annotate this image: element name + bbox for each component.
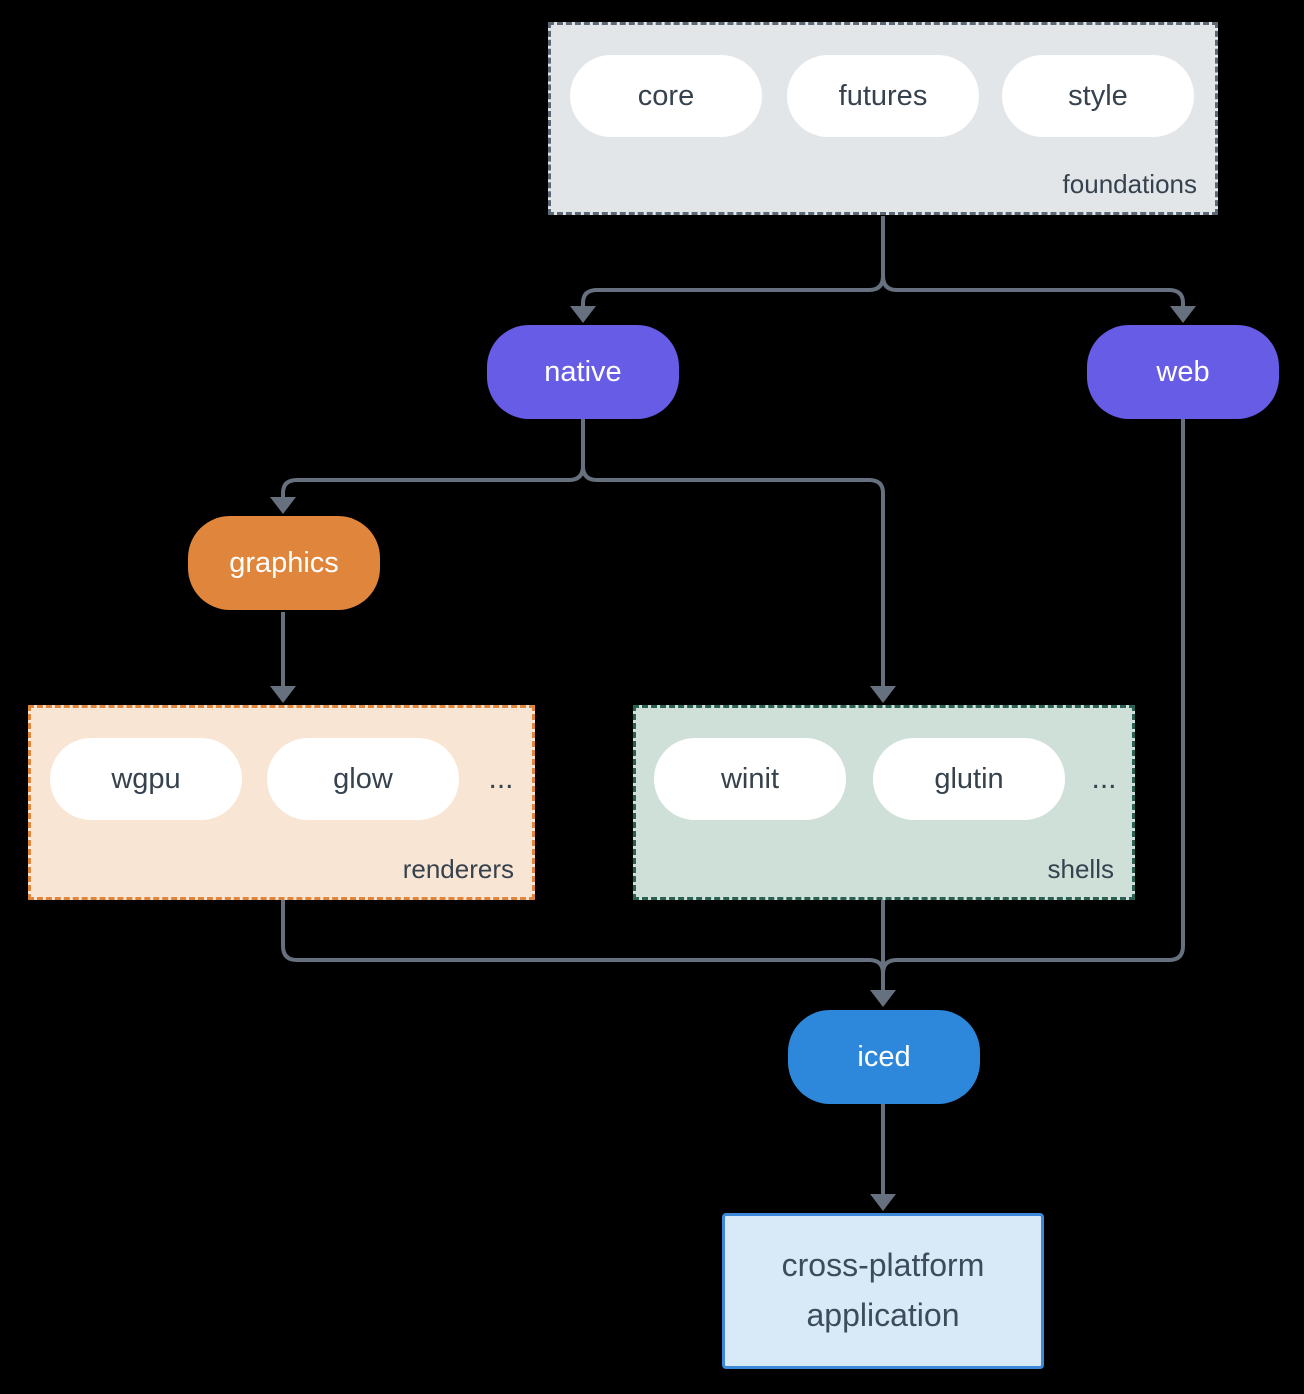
arrowhead-iced bbox=[870, 990, 896, 1007]
node-wgpu-label: wgpu bbox=[111, 762, 181, 795]
node-winit-label: winit bbox=[720, 762, 779, 795]
node-style: style bbox=[1002, 55, 1194, 137]
node-futures: futures bbox=[787, 55, 979, 137]
node-web: web bbox=[1087, 325, 1279, 419]
node-glutin: glutin bbox=[873, 738, 1065, 820]
node-winit: winit bbox=[654, 738, 846, 820]
arrowhead-web bbox=[1170, 306, 1196, 323]
node-futures-label: futures bbox=[838, 79, 928, 112]
group-foundations-label: foundations bbox=[1062, 169, 1197, 199]
node-web-label: web bbox=[1156, 355, 1210, 388]
node-cross-platform-application: cross-platform application bbox=[722, 1213, 1044, 1369]
arrowhead-graphics bbox=[270, 497, 296, 514]
shells-more-indicator: ... bbox=[1091, 762, 1117, 795]
arrowhead-native bbox=[570, 306, 596, 323]
connector-native-to-shells bbox=[581, 419, 885, 688]
node-graphics-label: graphics bbox=[229, 546, 339, 579]
group-shells-label: shells bbox=[1047, 854, 1114, 884]
node-core-label: core bbox=[637, 79, 695, 112]
renderers-more-indicator: ... bbox=[488, 762, 514, 795]
node-wgpu: wgpu bbox=[50, 738, 242, 820]
connector-renderers-to-merge bbox=[281, 900, 885, 974]
connector-foundations-to-web bbox=[881, 216, 1185, 308]
node-glow: glow bbox=[267, 738, 459, 820]
arrowhead-shells bbox=[870, 686, 896, 703]
arrowhead-renderers bbox=[270, 686, 296, 703]
node-native: native bbox=[487, 325, 679, 419]
node-iced-label: iced bbox=[857, 1040, 911, 1073]
group-renderers: wgpu glow ... renderers bbox=[28, 705, 535, 900]
connector-native-to-graphics bbox=[281, 419, 585, 499]
node-application-label: cross-platform application bbox=[781, 1247, 985, 1333]
connector-foundations-to-native bbox=[581, 216, 885, 308]
group-foundations: core futures style foundations bbox=[548, 22, 1218, 215]
node-style-label: style bbox=[1068, 79, 1128, 112]
node-core: core bbox=[570, 55, 762, 137]
group-shells: winit glutin ... shells bbox=[633, 705, 1135, 900]
arrowhead-application bbox=[870, 1194, 896, 1211]
node-glow-label: glow bbox=[333, 762, 393, 795]
node-glutin-label: glutin bbox=[934, 762, 1004, 795]
node-native-label: native bbox=[544, 355, 622, 388]
node-iced: iced bbox=[788, 1010, 980, 1104]
group-renderers-label: renderers bbox=[402, 854, 514, 884]
node-graphics: graphics bbox=[188, 516, 380, 610]
